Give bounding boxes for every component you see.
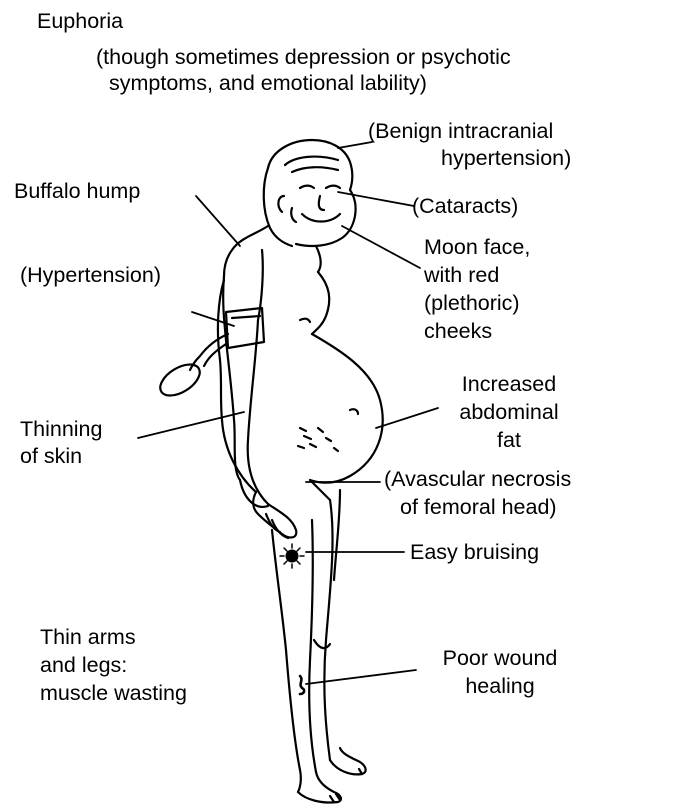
label-buffalo-hump: Buffalo hump bbox=[14, 178, 140, 205]
leader-benign bbox=[338, 142, 372, 148]
label-benign-2: hypertension) bbox=[441, 145, 571, 172]
label-moon-face-3: (plethoric) bbox=[424, 290, 520, 317]
label-avascular-1: (Avascular necrosis bbox=[384, 466, 571, 493]
label-benign-1: (Benign intracranial bbox=[368, 118, 553, 145]
label-bruising: Easy bruising bbox=[410, 539, 539, 566]
label-euphoria-detail-2: symptoms, and emotional lability) bbox=[109, 70, 427, 97]
leader-hypertension bbox=[192, 312, 234, 326]
label-wound-1: Poor wound bbox=[420, 645, 580, 672]
label-moon-face-4: cheeks bbox=[424, 318, 492, 345]
label-moon-face-2: with red bbox=[424, 262, 499, 289]
leader-moon bbox=[342, 226, 420, 268]
label-thinning-2: of skin bbox=[20, 443, 82, 470]
leader-wound bbox=[306, 670, 416, 684]
label-moon-face-1: Moon face, bbox=[424, 234, 530, 261]
leader-cataracts bbox=[338, 192, 414, 206]
leader-buffalo bbox=[196, 196, 240, 246]
label-thin-arms-3: muscle wasting bbox=[40, 680, 187, 707]
label-avascular-2: of femoral head) bbox=[400, 494, 557, 521]
label-hypertension: (Hypertension) bbox=[20, 262, 161, 289]
label-thinning-1: Thinning bbox=[20, 416, 102, 443]
leader-abdominal bbox=[376, 408, 438, 428]
label-euphoria: Euphoria bbox=[37, 8, 123, 35]
label-wound-2: healing bbox=[420, 673, 580, 700]
leader-thinning bbox=[138, 412, 244, 438]
label-abdominal-2: abdominal bbox=[434, 399, 584, 426]
label-cataracts: (Cataracts) bbox=[412, 193, 518, 220]
label-euphoria-detail-1: (though sometimes depression or psychoti… bbox=[96, 44, 511, 71]
label-thin-arms-2: and legs: bbox=[40, 652, 127, 679]
label-abdominal-1: Increased bbox=[434, 371, 584, 398]
label-thin-arms-1: Thin arms bbox=[40, 624, 136, 651]
label-abdominal-3: fat bbox=[434, 427, 584, 454]
